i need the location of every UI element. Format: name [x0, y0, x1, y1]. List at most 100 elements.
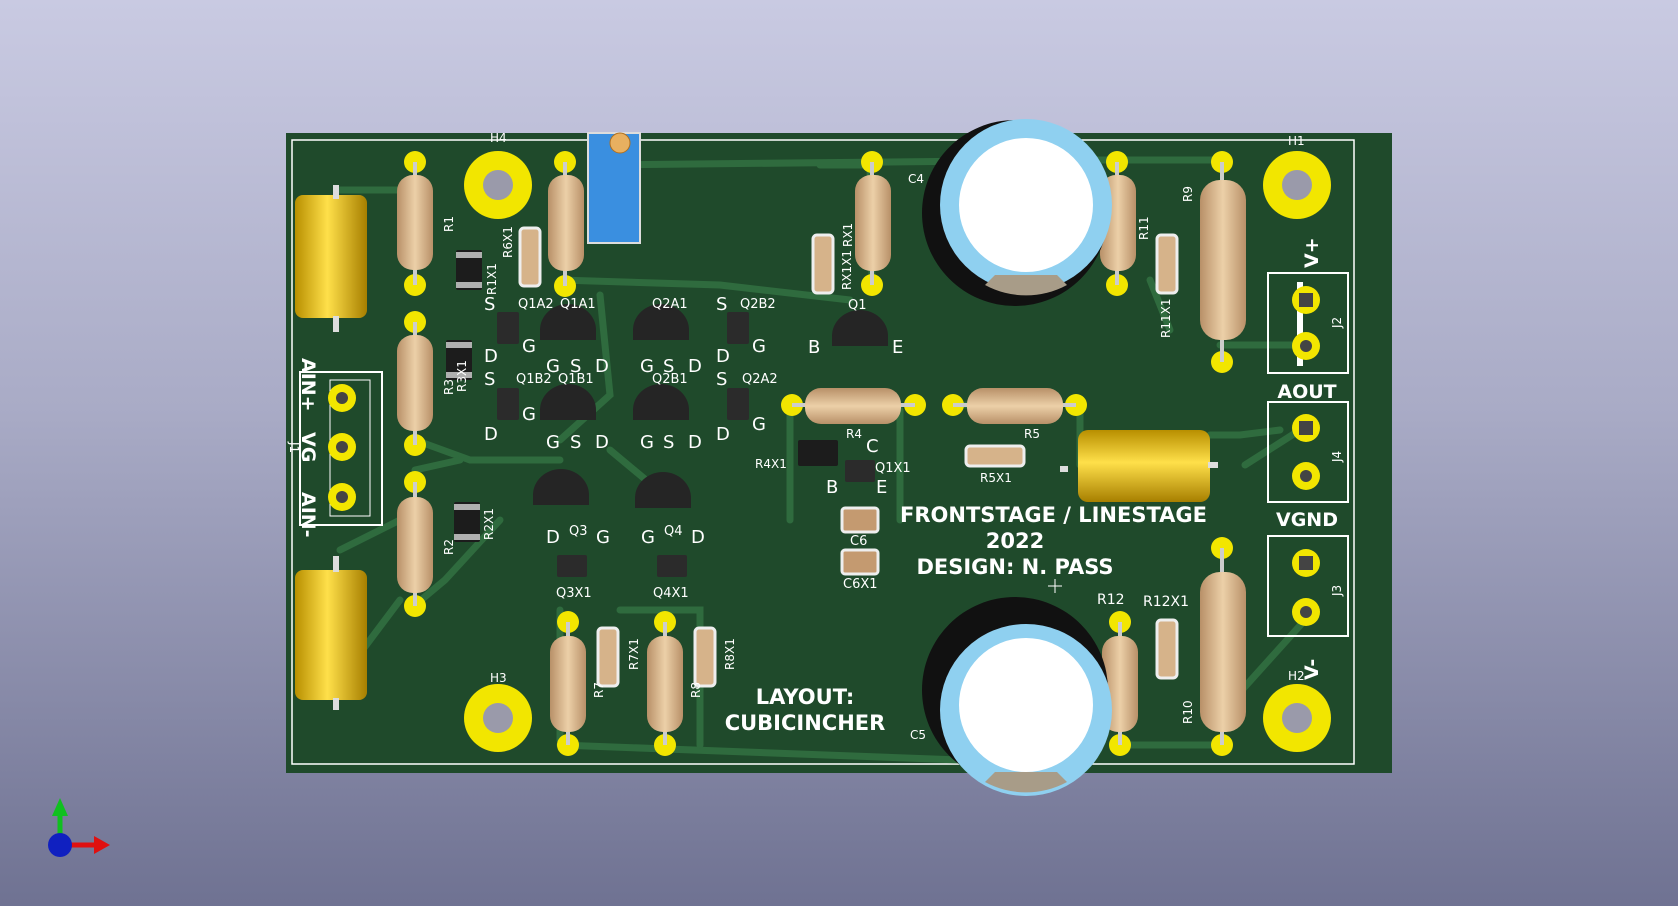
ref-r1: R1	[442, 216, 456, 232]
pin-label-d: D	[546, 527, 560, 548]
ref-r7x1: R7X1	[627, 638, 641, 670]
ref-q1: Q1	[848, 298, 867, 313]
pin-label-s: S	[570, 432, 581, 453]
pin-label-s: S	[570, 356, 581, 377]
electrolytic-capacitor-c4	[922, 119, 1112, 306]
resistor-r5	[942, 388, 1087, 424]
ref-q1a2: Q1A2	[518, 297, 554, 312]
h2-label: H2	[1288, 669, 1305, 683]
z-axis-icon	[48, 833, 72, 857]
h4-label: H4	[490, 131, 507, 145]
pin-label-d: D	[716, 346, 730, 367]
y-axis-arrow-icon	[52, 798, 68, 816]
ref-rx1: RX1	[841, 223, 855, 247]
board-designer: DESIGN: N. PASS	[916, 555, 1113, 579]
j2-label: J2	[1330, 317, 1344, 329]
resistor-r1	[397, 151, 433, 296]
board-outline-silk	[291, 139, 1355, 765]
pin-label-b: B	[826, 477, 838, 498]
ref-q2a1: Q2A1	[652, 297, 688, 312]
pin-label-e: E	[892, 337, 903, 358]
resistor-r9	[1200, 151, 1246, 373]
connector-j3	[1267, 535, 1349, 637]
resistor-r10	[1200, 537, 1246, 756]
pin-label-s: S	[716, 294, 727, 315]
film-capacitor-top	[295, 185, 367, 332]
pin-label-d: D	[484, 346, 498, 367]
ref-q1x1: Q1X1	[875, 461, 911, 476]
ref-r7: R7	[592, 682, 606, 698]
pin-label-s: S	[716, 369, 727, 390]
ref-q4x1: Q4X1	[653, 586, 689, 601]
resistor-r3	[397, 311, 433, 456]
board-year: 2022	[986, 529, 1044, 553]
pin-label-g: G	[522, 404, 536, 425]
layout-label: LAYOUT:	[756, 685, 855, 709]
pin-label-s: S	[663, 356, 674, 377]
ref-q1b1: Q1B1	[558, 372, 594, 387]
electrolytic-capacitor-c5	[922, 597, 1112, 796]
j1-label: J1	[287, 441, 301, 453]
ref-r4x1: R4X1	[755, 457, 787, 471]
resistor-r6	[548, 151, 584, 297]
ref-r2: R2	[442, 539, 456, 555]
mounting-hole-h3	[464, 684, 532, 752]
ref-q3x1: Q3X1	[556, 586, 592, 601]
resistor-r4	[781, 388, 926, 424]
ref-r11x1: R11X1	[1159, 299, 1173, 338]
mounting-hole-h1	[1263, 151, 1331, 219]
v-plus-label: V+	[1301, 237, 1323, 268]
crosshair-cursor	[1048, 579, 1062, 593]
vg-label: VG	[297, 432, 319, 462]
output-film-capacitor	[1060, 430, 1218, 502]
smd-capacitors	[840, 506, 880, 576]
connector-j1	[299, 371, 383, 526]
ref-r8: R8	[689, 682, 703, 698]
ref-r5: R5	[1024, 427, 1040, 441]
resistor-rx	[855, 151, 891, 296]
ref-r8x1: R8X1	[723, 638, 737, 670]
ref-r1x1: R1X1	[485, 263, 499, 295]
layout-author: CUBICINCHER	[725, 711, 886, 735]
trimmer-potentiometer	[587, 132, 641, 244]
ain-minus-label: AIN-	[297, 492, 319, 538]
ref-q1b2: Q1B2	[516, 372, 552, 387]
pin-label-g: G	[522, 336, 536, 357]
pin-label-b: B	[808, 337, 820, 358]
ref-r9: R9	[1181, 186, 1195, 202]
ref-c4: C4	[908, 172, 924, 186]
ref-r6x1: R6X1	[501, 226, 515, 258]
v-minus-label: V-	[1301, 659, 1323, 680]
pin-label-g: G	[546, 356, 560, 377]
pin-label-d: D	[691, 527, 705, 548]
ref-r12x1: R12X1	[1143, 594, 1189, 610]
pin-label-d: D	[595, 432, 609, 453]
ref-r12: R12	[1097, 592, 1125, 608]
connector-j4	[1267, 401, 1349, 503]
pin-label-s: S	[484, 294, 495, 315]
pin-label-d: D	[688, 356, 702, 377]
smd-small-resistors	[518, 226, 1179, 688]
ref-rx1x1: RX1X1	[840, 250, 854, 290]
axis-gizmo[interactable]	[48, 798, 110, 857]
ref-r4: R4	[846, 427, 862, 441]
pin-label-g: G	[546, 432, 560, 453]
ref-q2a2: Q2A2	[742, 372, 778, 387]
vgnd-label: VGND	[1276, 509, 1338, 531]
pin-label-g: G	[640, 432, 654, 453]
film-capacitor-bottom	[295, 556, 367, 710]
ain-plus-label: AIN+	[297, 358, 319, 412]
resistor-r8	[647, 611, 683, 756]
ref-c6: C6	[850, 534, 867, 549]
ref-c5: C5	[910, 728, 926, 742]
smd-resistors	[446, 250, 838, 542]
smd-resistor-caps	[446, 252, 482, 540]
pin-label-d: D	[688, 432, 702, 453]
pin-label-e: E	[876, 477, 887, 498]
pin-label-c: C	[866, 436, 879, 457]
ref-c6x1: C6X1	[843, 577, 878, 592]
j4-label: J4	[1330, 451, 1344, 463]
aout-label: AOUT	[1277, 381, 1336, 403]
